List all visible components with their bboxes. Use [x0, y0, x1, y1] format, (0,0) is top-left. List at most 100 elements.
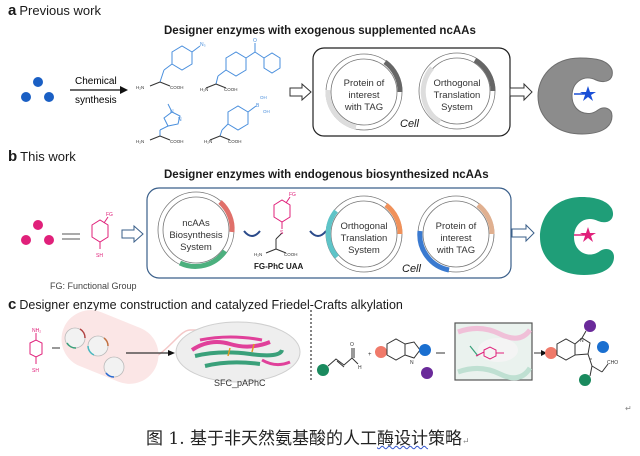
thiophenol-molecule	[91, 216, 109, 249]
indole-n-label: N	[410, 360, 414, 366]
paragraph-mark: ↵	[625, 404, 632, 413]
molecule-azido-phe	[149, 45, 201, 87]
amine-label: H₂N	[136, 139, 144, 144]
plasmid-b3-label: Protein of interest with TAG	[426, 221, 486, 257]
panel-a-title: Designer enzymes with exogenous suppleme…	[164, 25, 476, 37]
salmon-substituent	[375, 346, 387, 358]
plasmid-label-line: System	[441, 102, 473, 113]
plasmid-label-line: Translation	[340, 233, 388, 244]
acid-label: COOH	[228, 139, 242, 144]
aldehyde-o-label: O	[350, 342, 354, 348]
plasmid-label-line: Orthogonal	[433, 78, 481, 89]
plasmid-label-line: Biosynthesis	[169, 230, 223, 241]
blue-substituent	[419, 344, 431, 356]
hollow-arrow	[511, 223, 535, 243]
plasmid-ncaa-biosynthesis	[157, 191, 235, 269]
boron-label: B	[256, 103, 260, 109]
pink-dot	[21, 235, 31, 245]
panel-a-diagram: Chemical synthesis N₃ H₂N COOH O H₂N COO…	[21, 38, 613, 144]
azide-label: N₃	[200, 42, 206, 48]
plasmid-label-line: Protein of	[435, 221, 477, 232]
panel-b-title: Designer enzymes with endogenous biosynt…	[164, 169, 489, 181]
plasmid-b1-label: ncAAs Biosynthesis System	[166, 218, 226, 254]
plasmid-label-line: interest	[348, 90, 380, 101]
plasmid-label-line: Orthogonal	[340, 221, 388, 232]
panel-a-letter: a	[8, 2, 17, 19]
caption-text-a: 基于非天然氨基酸的人工	[190, 429, 378, 449]
fg-phc-uaa-molecule	[265, 196, 291, 254]
plasmid-a1-label: Protein of interest with TAG	[334, 78, 394, 114]
amine-label: H₂N	[204, 139, 212, 144]
panel-a-label: Previous work	[19, 3, 101, 18]
nh2-label: NH₂	[32, 328, 41, 334]
protein-label: SFC_pAPhC	[214, 378, 266, 388]
arrow-label-bottom: synthesis	[75, 95, 117, 106]
product-n-label: N	[580, 338, 584, 344]
acid-label: COOH	[224, 87, 238, 92]
star-icon	[580, 227, 596, 242]
equals-sign	[62, 233, 80, 240]
amine-label: H₂N	[200, 87, 208, 92]
caption-text-b: 策略	[428, 429, 463, 449]
plus-sign: +	[368, 352, 372, 358]
blue-dot	[21, 92, 31, 102]
green-substituent	[317, 364, 329, 376]
acid-label: COOH	[284, 252, 298, 257]
plasmid-protein-of-interest	[417, 195, 495, 273]
curved-arrow-icon	[309, 230, 327, 237]
caption-prefix: 图 1.	[146, 429, 185, 449]
panel-c-diagram: NH₂ SH O H +	[29, 310, 618, 386]
purple-substituent	[421, 367, 433, 379]
plasmid-label-line: ncAAs	[182, 218, 210, 229]
cell-label-a: Cell	[400, 118, 419, 130]
stereo-label: *	[590, 358, 592, 364]
cell-label-b: Cell	[402, 263, 421, 275]
acid-label: COOH	[170, 85, 184, 90]
green-substituent	[579, 374, 591, 386]
caption-text-wavy: 酶设计	[377, 429, 429, 449]
arrow	[126, 350, 175, 356]
molecule-methyl-histidine	[149, 103, 181, 141]
arrow-label-top: Chemical	[75, 76, 117, 87]
product-molecule	[556, 330, 609, 377]
hollow-arrow	[121, 224, 144, 244]
aldehyde-molecule	[327, 348, 359, 368]
indole-molecule	[386, 338, 421, 361]
curved-arrow-icon	[243, 230, 261, 237]
enzyme-grey	[537, 57, 613, 135]
bacterial-cell	[61, 310, 205, 384]
pink-dot	[33, 220, 43, 230]
plasmid-label-line: System	[348, 245, 380, 256]
figure-caption: 图 1. 基于非天然氨基酸的人工酶设计策略↵	[146, 424, 470, 449]
amine-label: H₂N	[136, 85, 144, 90]
hollow-arrow	[509, 82, 533, 102]
plasmid-orthogonal-translation	[418, 52, 496, 130]
sh-label: SH	[96, 253, 103, 259]
synthesis-arrow	[70, 86, 128, 94]
fg-label: FG	[106, 212, 113, 218]
blue-dot	[33, 77, 43, 87]
plasmid-b2-label: Orthogonal Translation System	[334, 221, 394, 257]
fg-legend: FG: Functional Group	[50, 281, 137, 291]
acid-label: COOH	[170, 139, 184, 144]
caption-paragraph-mark: ↵	[462, 437, 470, 447]
aminothiophenol-molecule	[29, 333, 43, 364]
molecule-benzoyl-phe	[205, 43, 281, 89]
hollow-arrow	[289, 82, 312, 102]
sh-label: SH	[32, 368, 39, 374]
pink-dot	[44, 235, 54, 245]
n-label: N	[170, 109, 174, 115]
uaa-label: FG-PhC UAA	[254, 262, 304, 271]
enzyme-green	[540, 197, 614, 275]
aldehyde-h-label: H	[358, 365, 362, 371]
plasmid-label-line: Translation	[433, 90, 481, 101]
uaa-s-label: S	[280, 230, 284, 236]
plasmid-label-line: interest	[440, 233, 472, 244]
plasmid-protein-of-interest	[325, 53, 403, 131]
fg-label: FG	[289, 192, 296, 198]
protein-structure	[175, 321, 301, 383]
panel-b-diagram: FG SH S FG H₂N COOH	[21, 187, 614, 279]
